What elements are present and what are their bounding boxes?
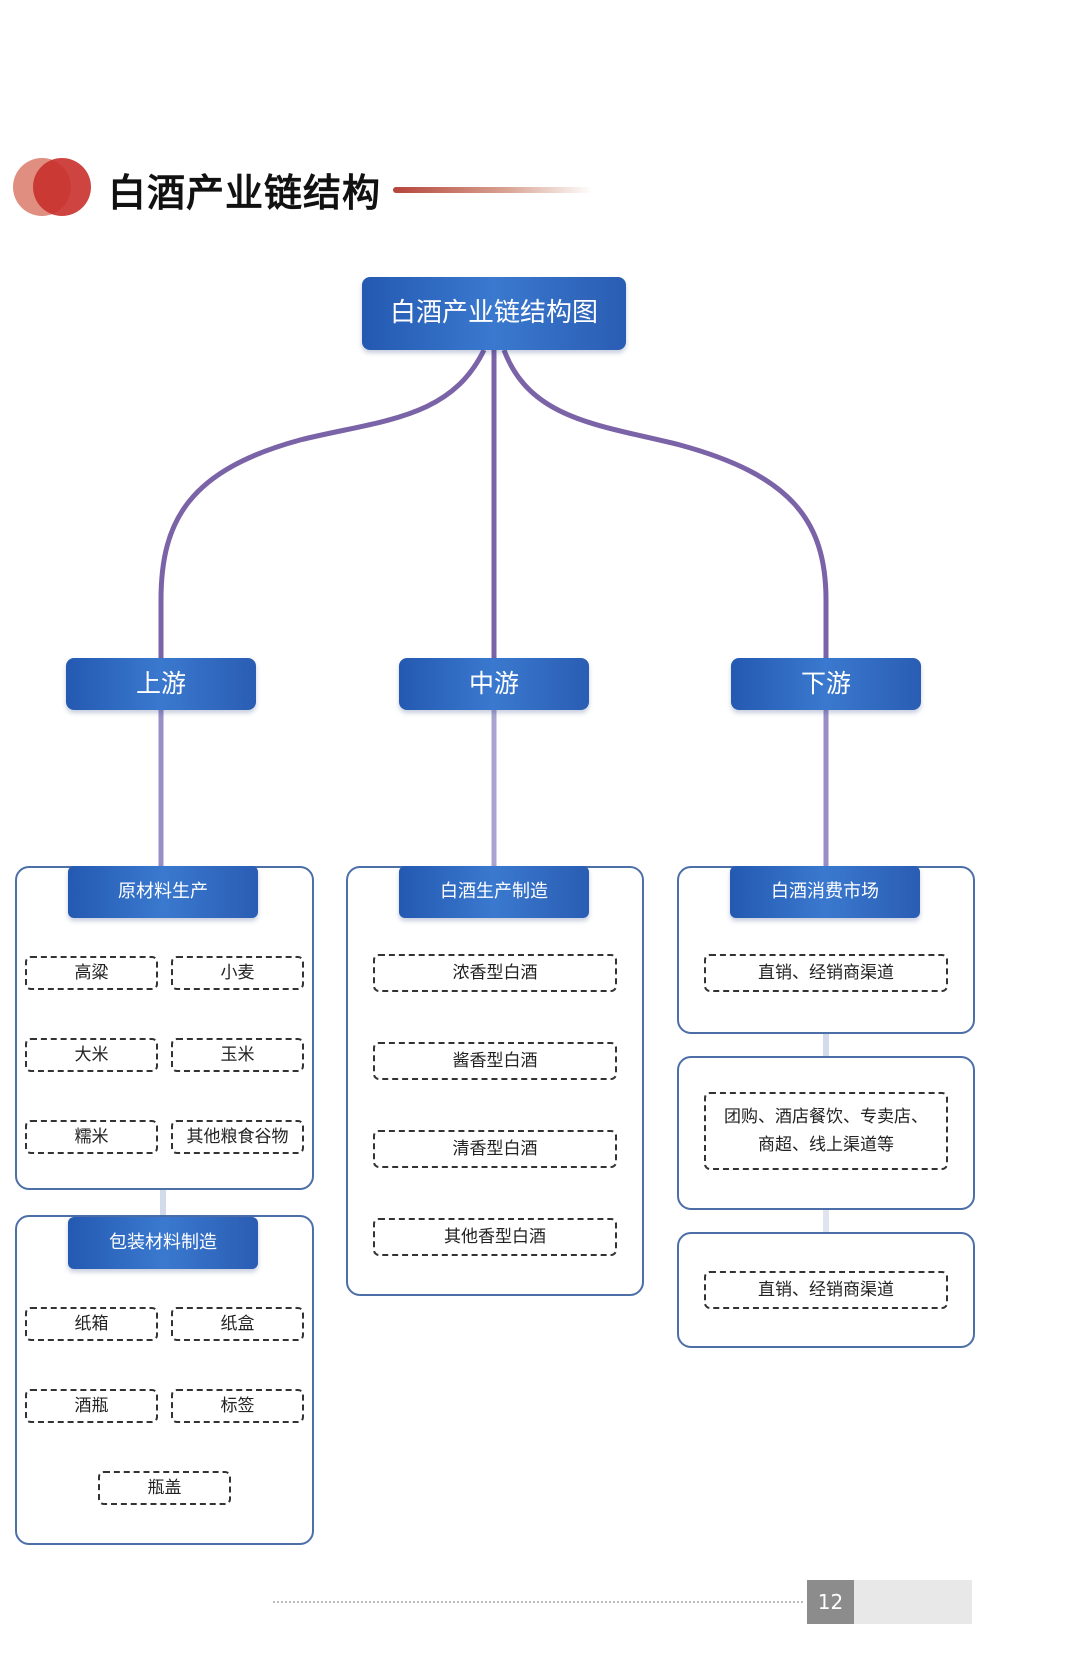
logo-circle-front-icon — [33, 158, 91, 216]
connector-root-downstream — [501, 349, 829, 658]
item-sorghum: 高粱 — [25, 956, 158, 990]
item-light-aroma: 清香型白酒 — [373, 1130, 617, 1168]
category-production: 白酒生产制造 — [399, 866, 589, 918]
item-corn: 玉米 — [171, 1038, 304, 1072]
tier-downstream: 下游 — [731, 658, 921, 710]
footer-tab — [854, 1580, 972, 1624]
item-other-grains: 其他粮食谷物 — [171, 1120, 304, 1154]
page-title: 白酒产业链结构 — [108, 171, 382, 215]
category-raw-materials: 原材料生产 — [68, 866, 258, 918]
item-sauce-aroma: 酱香型白酒 — [373, 1042, 617, 1080]
sales-channels-line-2: 商超、线上渠道等 — [758, 1135, 894, 1155]
item-strong-aroma: 浓香型白酒 — [373, 954, 617, 992]
item-sales-channels: 团购、酒店餐饮、专卖店、 商超、线上渠道等 — [704, 1092, 948, 1170]
item-bottle-caps: 瓶盖 — [98, 1471, 231, 1505]
item-cartons: 纸箱 — [25, 1307, 158, 1341]
root-node: 白酒产业链结构图 — [362, 277, 626, 350]
connector-root-upstream — [158, 348, 487, 658]
item-bottles: 酒瓶 — [25, 1389, 158, 1423]
item-labels: 标签 — [171, 1389, 304, 1423]
page-number: 12 — [807, 1580, 854, 1624]
item-wheat: 小麦 — [171, 956, 304, 990]
category-packaging: 包装材料制造 — [68, 1217, 258, 1269]
item-rice: 大米 — [25, 1038, 158, 1072]
item-other-aroma: 其他香型白酒 — [373, 1218, 617, 1256]
footer-dotted-rule — [273, 1601, 803, 1603]
item-final-direct-dealer-channel: 直销、经销商渠道 — [704, 1271, 948, 1309]
item-paper-boxes: 纸盒 — [171, 1307, 304, 1341]
item-glutinous-rice: 糯米 — [25, 1120, 158, 1154]
sales-channels-line-1: 团购、酒店餐饮、专卖店、 — [724, 1107, 928, 1127]
item-direct-dealer-channel: 直销、经销商渠道 — [704, 954, 948, 992]
tier-midstream: 中游 — [399, 658, 589, 710]
tier-upstream: 上游 — [66, 658, 256, 710]
category-consumer-market: 白酒消费市场 — [730, 866, 920, 918]
title-underline-rule — [393, 187, 593, 193]
